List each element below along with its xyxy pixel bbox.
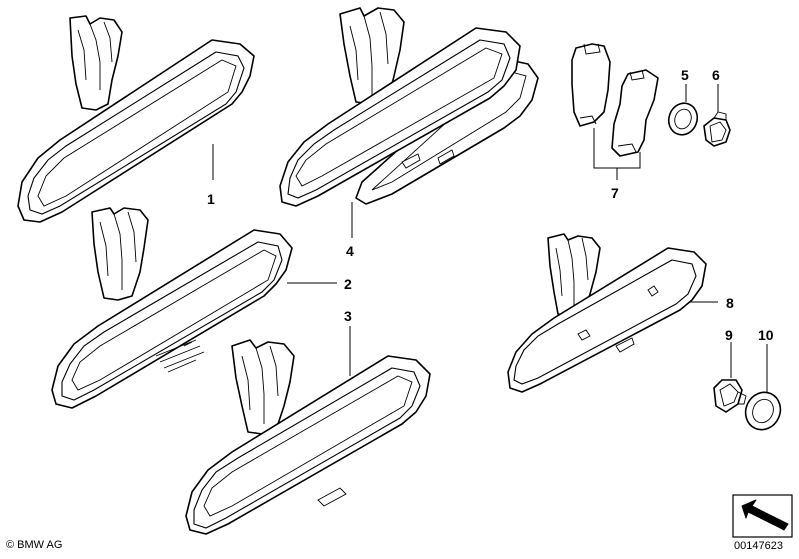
label-part-4: 4 (346, 243, 354, 259)
nut-part-9 (713, 379, 747, 413)
cover-part-7 (571, 43, 659, 157)
label-part-10: 10 (758, 327, 774, 343)
drawing-number: 00147623 (734, 540, 783, 552)
arrow-icon (732, 494, 793, 538)
label-part-9: 9 (725, 327, 733, 343)
mirror-mount-2 (91, 207, 149, 301)
part-labels: 1 2 3 4 5 6 7 8 9 10 (207, 67, 774, 343)
mirror-housing-3 (185, 355, 431, 535)
mirror-part-3 (185, 339, 431, 535)
label-part-2: 2 (344, 276, 352, 292)
mirror-housing-8 (507, 247, 707, 393)
label-part-6: 6 (712, 67, 720, 83)
leader-lines (212, 84, 768, 392)
ring-part-10 (744, 391, 782, 431)
mirror-part-2 (51, 207, 293, 409)
cover-piece-7b (611, 69, 659, 157)
mirror-mount-4 (339, 7, 405, 105)
label-part-1: 1 (207, 191, 215, 207)
mirror-housing-4 (279, 27, 521, 207)
label-part-5: 5 (681, 67, 689, 83)
nut-part-6 (703, 111, 731, 147)
label-part-7: 7 (611, 185, 619, 201)
mirror-housing-2 (51, 229, 293, 409)
sensor-rays-2 (155, 339, 205, 373)
label-part-8: 8 (726, 295, 734, 311)
mirror-mount-3 (231, 339, 295, 435)
mirror-housing-1 (17, 39, 255, 223)
mirror-part-4 (279, 7, 539, 207)
mirror-part-8 (507, 233, 707, 393)
label-part-3: 3 (344, 308, 352, 324)
mirror-mount-8 (547, 233, 601, 317)
mirror-mount-1 (69, 15, 123, 111)
ring-part-5 (667, 102, 699, 136)
copyright-text: © BMW AG (6, 539, 63, 551)
cover-piece-7a (571, 43, 611, 127)
mirror-part-1 (17, 15, 255, 223)
